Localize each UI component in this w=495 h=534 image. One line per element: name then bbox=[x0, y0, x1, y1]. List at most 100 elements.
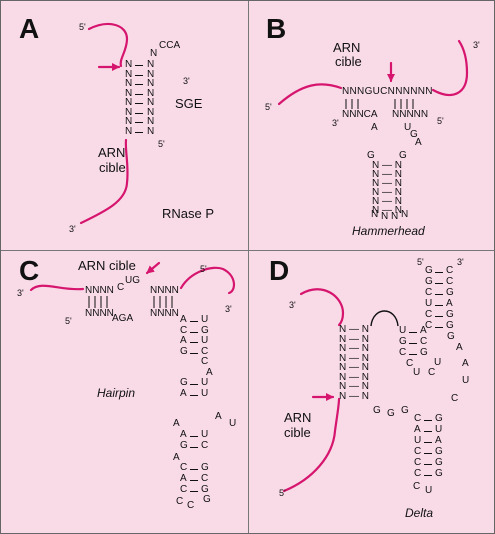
b-prime-3-right: 3' bbox=[473, 40, 480, 50]
a-prime-5: 5' bbox=[79, 22, 86, 32]
d-top-right-0: C bbox=[446, 265, 454, 276]
a-loop-nt: N bbox=[150, 48, 158, 59]
c-pair4-right-1: C bbox=[201, 473, 209, 484]
d-mloop-3: U bbox=[434, 357, 442, 368]
d-low-left-2: U bbox=[414, 435, 422, 446]
c-loop1-1: A bbox=[206, 367, 213, 378]
d-top-right-5: G bbox=[446, 320, 454, 331]
a-stem-bond-0 bbox=[135, 65, 143, 66]
d-mid-bond-2 bbox=[409, 354, 417, 355]
c-prime-5-inner: 5' bbox=[65, 316, 72, 326]
c-pair1-bond-1 bbox=[190, 331, 198, 333]
c-pair1-right-2: U bbox=[201, 335, 209, 346]
c-loop4-0: C bbox=[176, 496, 184, 507]
c-loop4-1: C bbox=[187, 500, 195, 511]
d-stem-pair-7: N — N bbox=[339, 390, 369, 402]
b-loop-right-3: G bbox=[399, 150, 407, 161]
d-top-left-0: G bbox=[425, 265, 433, 276]
d-low-right-1: U bbox=[435, 424, 443, 435]
d-label-target-1: ARN bbox=[284, 410, 312, 425]
b-caption: Hammerhead bbox=[352, 224, 425, 238]
c-pair4-bond-2 bbox=[190, 491, 198, 492]
b-prime-3-inner: 3' bbox=[332, 118, 339, 128]
d-top-left-1: G bbox=[425, 276, 433, 287]
a-stem-left-0: N bbox=[125, 59, 133, 70]
b-stem-loop-3: N bbox=[401, 209, 409, 220]
d-mid-right-1: C bbox=[420, 336, 428, 347]
b-stem-pair-1: N — N bbox=[372, 169, 402, 180]
d-caption: Delta bbox=[405, 506, 434, 520]
a-stem-right-0: N bbox=[147, 59, 155, 70]
c-strand-5prime bbox=[179, 266, 235, 295]
c-pair1-right-1: G bbox=[201, 324, 209, 336]
c-pair4-bond-1 bbox=[190, 480, 198, 481]
d-mloop-1: U bbox=[413, 367, 421, 378]
c-pair4-right-2: G bbox=[201, 484, 209, 495]
a-stem-left-7: N bbox=[125, 125, 133, 137]
a-strand-5prime bbox=[87, 22, 129, 68]
c-pair3-bond-1 bbox=[190, 447, 198, 448]
c-loop3: A bbox=[173, 452, 180, 463]
c-prime-5-right: 5' bbox=[200, 264, 207, 274]
b-loop-right-0: U bbox=[404, 122, 412, 133]
c-strand-3prime bbox=[29, 284, 85, 292]
a-label-target-2: cible bbox=[99, 160, 126, 175]
panel-b-letter: B bbox=[266, 13, 287, 44]
c-loop2-1: U bbox=[229, 418, 237, 429]
b-bottom-right: NNNNN bbox=[392, 109, 429, 120]
d-top-right-3: A bbox=[446, 298, 453, 309]
b-loop-left-1: G bbox=[367, 150, 375, 161]
d-low-bond-4 bbox=[424, 464, 432, 465]
d-top-right-4: G bbox=[446, 309, 454, 320]
panel-d-letter: D bbox=[269, 255, 290, 286]
panel-c-letter: C bbox=[19, 255, 40, 286]
a-stem-left-4: N bbox=[125, 97, 133, 108]
a-stem-right-5: N bbox=[147, 106, 155, 118]
d-low-left-3: C bbox=[414, 446, 422, 457]
d-top-left-2: C bbox=[425, 287, 433, 298]
d-stem-pair-1: N — N bbox=[339, 333, 369, 345]
c-pair3-bond-0 bbox=[190, 436, 198, 437]
a-label-sge: SGE bbox=[175, 96, 203, 111]
c-caption: Hairpin bbox=[97, 386, 136, 400]
b-loop-left-0: A bbox=[371, 122, 378, 133]
d-stem-pair-3: N — N bbox=[339, 352, 369, 364]
c-loop2-2: A bbox=[215, 411, 222, 422]
b-bottom-left: NNNCA bbox=[342, 109, 378, 120]
d-top-bond-0 bbox=[435, 272, 443, 273]
d-rloop-1: A bbox=[456, 342, 463, 353]
d-mid-right-2: G bbox=[420, 347, 428, 358]
d-mid-bond-1 bbox=[409, 343, 417, 344]
c-pair3-left-0: A bbox=[180, 429, 187, 440]
c-pair4-bond-0 bbox=[190, 469, 198, 470]
c-pair1-bond-2 bbox=[190, 342, 198, 343]
a-stem-right-2: N bbox=[147, 78, 155, 89]
c-pair3-right-0: U bbox=[201, 429, 209, 440]
c-pair4-left-2: C bbox=[180, 484, 188, 495]
d-top-left-4: C bbox=[425, 309, 433, 320]
c-bottom-left: NNNN bbox=[85, 308, 114, 319]
c-top-loop: UG bbox=[125, 275, 140, 286]
d-strand-5prime bbox=[282, 397, 341, 493]
d-prime-5-top: 5' bbox=[417, 257, 424, 267]
d-low-left-1: A bbox=[414, 424, 421, 435]
a-stem-left-3: N bbox=[125, 87, 133, 99]
b-stem-loop-1: N bbox=[381, 211, 389, 222]
a-stem-left-1: N bbox=[125, 68, 133, 80]
d-top-left-5: C bbox=[425, 320, 433, 331]
d-stem-pair-2: N — N bbox=[339, 343, 369, 354]
d-low-bond-0 bbox=[424, 420, 432, 421]
c-pair2-right-1: U bbox=[201, 388, 209, 399]
d-low-right-0: G bbox=[435, 413, 443, 424]
d-prime-5-bottom: 5' bbox=[279, 488, 286, 498]
b-loop-right-2: A bbox=[415, 137, 422, 148]
c-bottom-right: NNNN bbox=[150, 308, 179, 319]
b-loop-right-1: G bbox=[410, 129, 418, 140]
c-pair2-bond-1 bbox=[190, 395, 198, 396]
a-label-enzyme: RNase P bbox=[162, 206, 215, 221]
d-low-bond-1 bbox=[424, 431, 432, 432]
d-stem-pair-0: N — N bbox=[339, 324, 369, 335]
d-rloop-3: U bbox=[462, 375, 470, 386]
